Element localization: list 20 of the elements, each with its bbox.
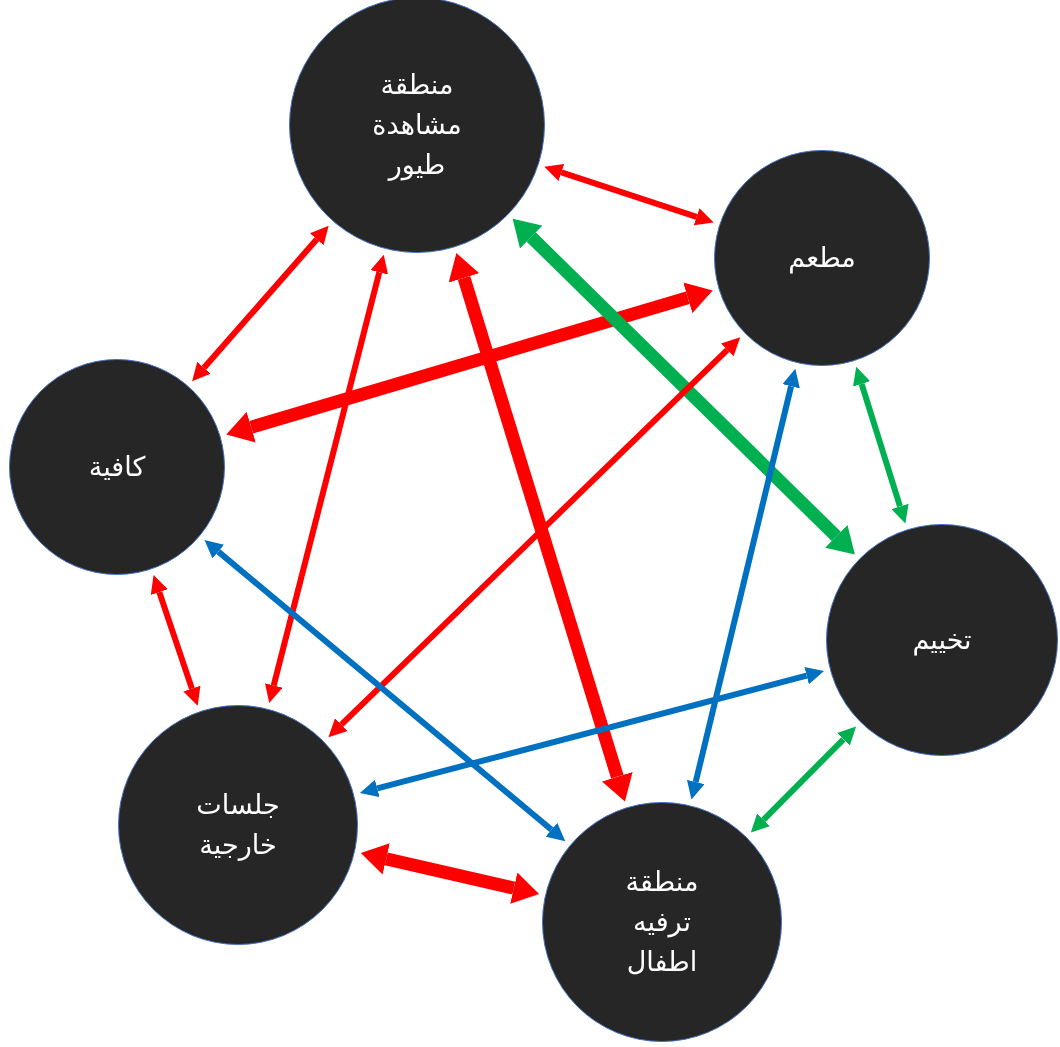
double-arrow — [360, 843, 540, 904]
double-arrow — [265, 254, 388, 703]
double-arrow — [192, 225, 329, 382]
double-arrow — [544, 163, 714, 226]
circle-node: كافية — [9, 359, 225, 575]
circle-node: مطعم — [714, 150, 930, 366]
double-arrow — [226, 282, 713, 443]
double-arrow — [750, 726, 857, 833]
circle-node: تخييم — [826, 524, 1058, 756]
circle-node: منطقة ترفيه اطفال — [542, 802, 782, 1042]
double-arrow — [359, 666, 824, 798]
circle-node: جلسات خارجية — [118, 705, 358, 945]
double-arrow — [328, 337, 741, 738]
double-arrow — [448, 253, 633, 802]
circle-node: منطقة مشاهدة طيور — [289, 0, 545, 253]
double-arrow — [512, 218, 855, 555]
double-arrow — [204, 540, 566, 842]
double-arrow — [686, 368, 800, 800]
double-arrow — [853, 366, 909, 524]
double-arrow — [150, 575, 201, 706]
